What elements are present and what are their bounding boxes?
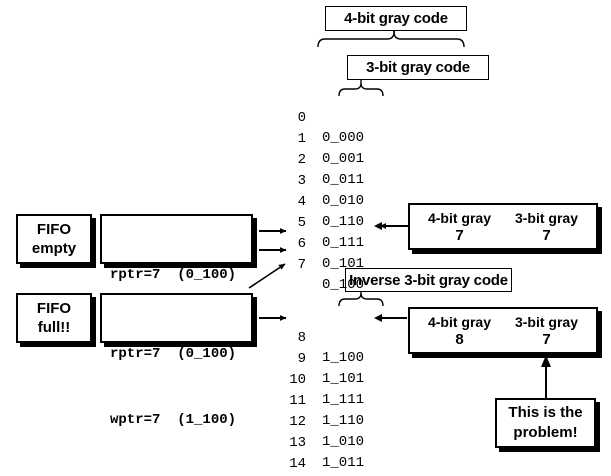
compare-full-box: 4-bit gray 3-bit gray 8 7 [408, 307, 598, 354]
fifo-empty-line2: empty [31, 240, 77, 257]
row-index: 9 [297, 351, 306, 367]
row-index: 13 [289, 435, 306, 451]
fifo-empty-pointer-box: rptr=7 (0_100) wptr=7 (0_100) [100, 214, 253, 349]
compare-full-col1-header: 4-bit gray [427, 314, 491, 330]
table-row: 12 1_010 [282, 392, 364, 450]
fifo-full-rptr: rptr=7 (0_100) [110, 346, 237, 362]
row-index: 11 [289, 393, 306, 409]
row-value: 0_110 [322, 214, 365, 230]
row-index: 1 [297, 131, 306, 147]
table-row: 15 1_000 [282, 455, 332, 475]
row-index: 12 [289, 414, 306, 430]
table-row: 8 1_100 [282, 308, 364, 366]
header-4bit-gray-code: 4-bit gray code [325, 6, 467, 31]
row-value: 0_100 [322, 277, 365, 293]
fifo-empty-line1: FIFO [36, 221, 72, 238]
compare-empty-values: 7 7 [416, 227, 590, 245]
row-index: 2 [297, 152, 306, 168]
row-value: 1_110 [322, 413, 365, 429]
row-index: 3 [297, 173, 306, 189]
table-row: 4 0_110 [282, 172, 364, 230]
header-4bit-gray-code-label: 4-bit gray code [344, 10, 448, 27]
row-value: 0_011 [322, 172, 365, 188]
row-value: 1_111 [322, 392, 365, 408]
row-index: 7 [297, 257, 306, 273]
fifo-full-line1: FIFO [36, 300, 72, 317]
fifo-empty-state-box: FIFO empty [16, 214, 92, 264]
row-value: 0_010 [322, 193, 365, 209]
table-row: 3 0_010 [282, 151, 364, 209]
compare-empty-col2-header: 3-bit gray [514, 210, 578, 226]
problem-annotation-line1: This is the [508, 404, 583, 421]
compare-full-col2-header: 3-bit gray [514, 314, 578, 330]
compare-empty-headers: 4-bit gray 3-bit gray [416, 209, 590, 227]
compare-empty-col1-value: 7 [455, 227, 464, 244]
row-index: 8 [297, 330, 306, 346]
row-value: 1_101 [322, 371, 365, 387]
row-index: 4 [297, 194, 306, 210]
header-inverse-3bit-gray-code-label: Inverse 3-bit gray code [349, 271, 508, 289]
table-row: 9 1_101 [282, 329, 364, 387]
fifo-full-line2: full!! [37, 319, 71, 336]
compare-empty-col2-value: 7 [542, 227, 551, 244]
table-row: 13 1_011 [282, 413, 364, 471]
problem-annotation-line2: problem! [513, 424, 578, 441]
arrowhead-problem [541, 355, 551, 367]
compare-full-headers: 4-bit gray 3-bit gray [416, 313, 590, 331]
row-value: 0_111 [322, 235, 365, 251]
table-row: 6 0_101 [282, 214, 364, 272]
fifo-full-pointer-box: rptr=7 (0_100) wptr=7 (1_100) [100, 293, 253, 428]
table-row: 14 1_001 [282, 434, 332, 472]
row-index: 10 [289, 372, 306, 388]
row-index: 6 [297, 236, 306, 252]
table-row: 5 0_111 [282, 193, 364, 251]
row-index: 0 [297, 110, 306, 126]
arrow-full-rptr-to-7 [248, 263, 286, 289]
compare-full-col2-value: 7 [542, 331, 551, 348]
table-row: 11 1_110 [282, 371, 364, 429]
row-value: 1_010 [322, 434, 365, 450]
header-3bit-gray-code-label: 3-bit gray code [366, 59, 470, 76]
table-row: 0 0_000 [282, 88, 364, 146]
brace-4bit-gray-code [317, 31, 465, 48]
header-inverse-3bit-gray-code: Inverse 3-bit gray code [345, 268, 512, 292]
row-value: 0_001 [322, 151, 365, 167]
header-3bit-gray-code: 3-bit gray code [347, 55, 489, 80]
row-value: 1_100 [322, 350, 365, 366]
table-row: 10 1_111 [282, 350, 364, 408]
table-row: 7 0_100 [282, 235, 364, 293]
table-row: 2 0_011 [282, 130, 364, 188]
fifo-full-state-box: FIFO full!! [16, 293, 92, 343]
row-value: 0_101 [322, 256, 365, 272]
gray-code-table: 0 0_000 1 0_001 2 0_011 3 0_010 4 0_110 … [282, 88, 392, 472]
problem-annotation-box: This is the problem! [495, 398, 596, 448]
row-value: 1_011 [322, 455, 365, 471]
fifo-full-wptr: wptr=7 (1_100) [110, 412, 237, 428]
fifo-empty-rptr: rptr=7 (0_100) [110, 267, 237, 283]
compare-empty-col1-header: 4-bit gray [427, 210, 491, 226]
row-value: 0_000 [322, 130, 365, 146]
compare-full-col1-value: 8 [455, 331, 464, 348]
compare-empty-box: 4-bit gray 3-bit gray 7 7 [408, 203, 598, 250]
row-index: 5 [297, 215, 306, 231]
table-row: 1 0_001 [282, 109, 364, 167]
compare-full-values: 8 7 [416, 331, 590, 349]
row-index: 14 [289, 456, 306, 472]
